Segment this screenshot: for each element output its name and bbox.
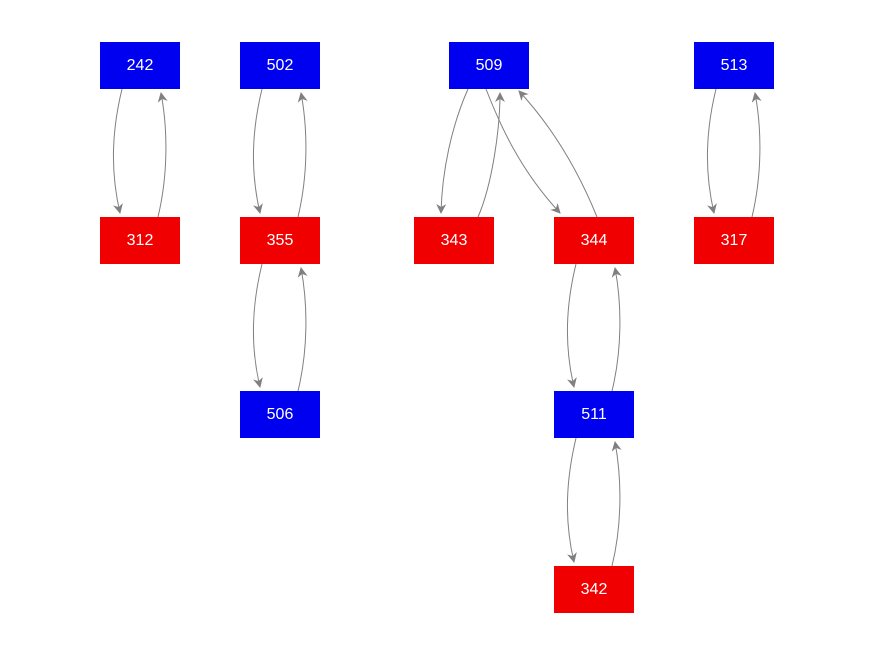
node-342[interactable]: 342 — [554, 566, 634, 613]
edge-344-to-511 — [566, 263, 577, 388]
node-511[interactable]: 511 — [554, 391, 634, 438]
edge-509-to-343 — [436, 88, 469, 214]
node-355[interactable]: 355 — [240, 217, 320, 264]
edge-344-to-509 — [518, 90, 598, 218]
edge-343-to-509 — [477, 92, 505, 218]
node-344[interactable]: 344 — [554, 217, 634, 264]
edge-355-to-506 — [252, 263, 263, 388]
node-502[interactable]: 502 — [240, 42, 320, 89]
edge-502-to-355 — [252, 88, 263, 214]
edge-342-to-511 — [611, 441, 622, 567]
edge-242-to-312 — [112, 88, 123, 214]
node-242[interactable]: 242 — [100, 42, 180, 89]
node-509[interactable]: 509 — [449, 42, 529, 89]
edge-509-to-344 — [485, 88, 561, 214]
edge-355-to-502 — [297, 92, 308, 218]
edge-317-to-513 — [751, 92, 762, 218]
edge-513-to-317 — [706, 88, 717, 214]
node-317[interactable]: 317 — [694, 217, 774, 264]
node-343[interactable]: 343 — [414, 217, 494, 264]
node-513[interactable]: 513 — [694, 42, 774, 89]
node-506[interactable]: 506 — [240, 391, 320, 438]
edge-506-to-355 — [297, 267, 308, 392]
node-312[interactable]: 312 — [100, 217, 180, 264]
edge-511-to-342 — [566, 437, 577, 563]
edge-312-to-242 — [157, 92, 168, 218]
edge-511-to-344 — [611, 267, 622, 392]
